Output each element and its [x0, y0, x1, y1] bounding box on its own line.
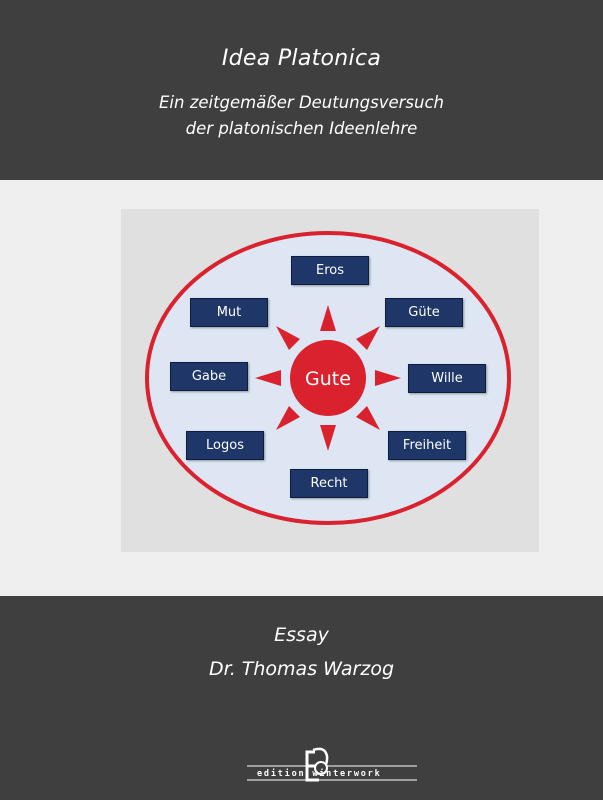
author-name: Dr. Thomas Warzog [209, 658, 394, 680]
box-guete: Güte [385, 298, 463, 327]
sun-ray-left [255, 370, 281, 386]
sun-ray-down-right [356, 406, 380, 430]
publisher-logo-text: edition winterwork [257, 769, 382, 779]
box-wille: Wille [408, 364, 486, 393]
sun-ray-up-right [356, 326, 380, 350]
book-subtitle-line-2: der platonischen Ideenlehre [185, 119, 418, 138]
sun-ray-right [375, 370, 401, 386]
box-eros: Eros [291, 256, 369, 285]
sun-center [290, 340, 366, 416]
illustration-band: Gute Eros Mut Güte Gabe Wille Logos Frei… [0, 180, 603, 596]
publisher-logo-icon [247, 747, 417, 782]
sun-center-label: Gute [305, 368, 351, 390]
box-mut: Mut [190, 298, 268, 327]
box-gabe: Gabe [170, 362, 248, 391]
header-band: Idea Platonica Ein zeitgemäßer Deutungsv… [0, 0, 603, 180]
sun-ray-down-left [276, 406, 300, 430]
genre-label: Essay [274, 624, 329, 646]
sun-rays [255, 305, 401, 451]
footer-band: Essay Dr. Thomas Warzog edition winterwo… [0, 596, 603, 800]
box-freiheit: Freiheit [388, 431, 466, 460]
diagram-panel: Gute Eros Mut Güte Gabe Wille Logos Frei… [121, 209, 539, 552]
sun-ray-up-left [276, 326, 300, 350]
sun-ray-up [320, 305, 336, 331]
publisher-logo: edition winterwork [247, 746, 417, 786]
book-title: Idea Platonica [221, 46, 382, 71]
box-recht: Recht [290, 469, 368, 498]
book-subtitle-line-1: Ein zeitgemäßer Deutungsversuch [158, 93, 444, 112]
sun-ray-down [320, 425, 336, 451]
box-logos: Logos [186, 431, 264, 460]
